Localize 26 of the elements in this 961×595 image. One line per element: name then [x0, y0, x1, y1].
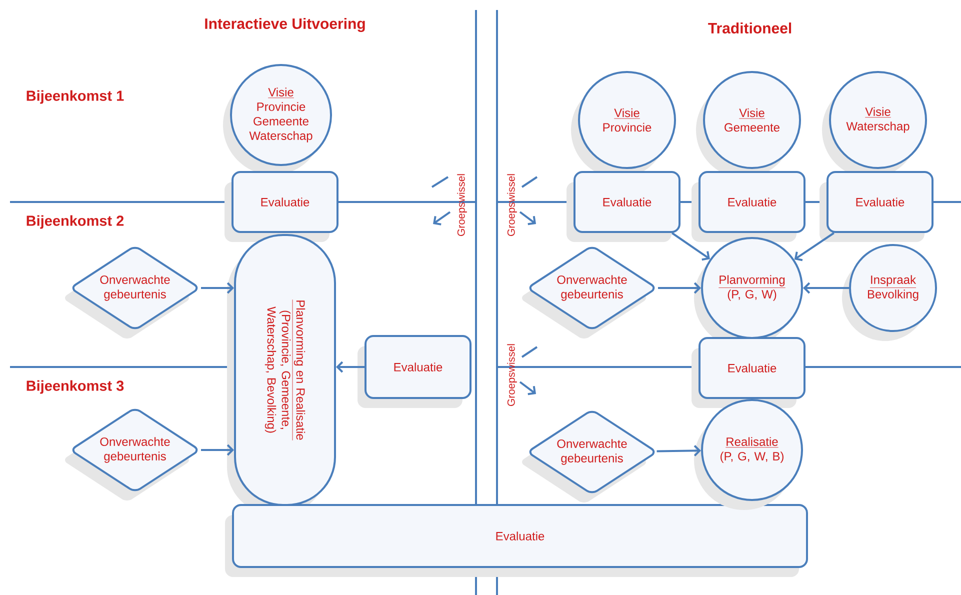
evaluation-box: Evaluatie [692, 171, 806, 242]
swap-label: Groepswissel [507, 174, 517, 236]
evaluation-box: Evaluatie [358, 335, 472, 408]
process-stadium: Planvorming en Realisatie (Provincie, Gemeente, Waterschap, Bevolking) [227, 234, 336, 515]
evaluation-box: Evaluatie [692, 337, 806, 408]
meeting-label: Bijeenkomst 3 [26, 380, 124, 394]
arrow [803, 282, 849, 294]
meeting-label: Bijeenkomst 2 [26, 215, 124, 229]
evaluation-box: Evaluatie [224, 171, 338, 242]
arrow [656, 445, 702, 456]
arrow [201, 444, 234, 456]
evaluation-box: Evaluatie [225, 504, 808, 577]
column-heading: Interactieve Uitvoering [205, 18, 365, 32]
column-heading: Traditioneel [708, 22, 792, 34]
arrow [658, 282, 701, 294]
node-label: (P, G, W) [728, 290, 776, 301]
swap-label: Groepswissel [457, 174, 467, 236]
node-label: Planvorming [720, 275, 785, 286]
meeting-label: Bijeenkomst 1 [26, 90, 124, 104]
arrow [336, 361, 364, 373]
arrow [671, 232, 710, 261]
evaluation-box: Evaluatie [820, 171, 934, 242]
swap-label: Groepswissel [507, 344, 517, 406]
arrow [201, 282, 234, 294]
evaluation-box: Evaluatie [566, 171, 680, 242]
arrow [794, 232, 834, 262]
